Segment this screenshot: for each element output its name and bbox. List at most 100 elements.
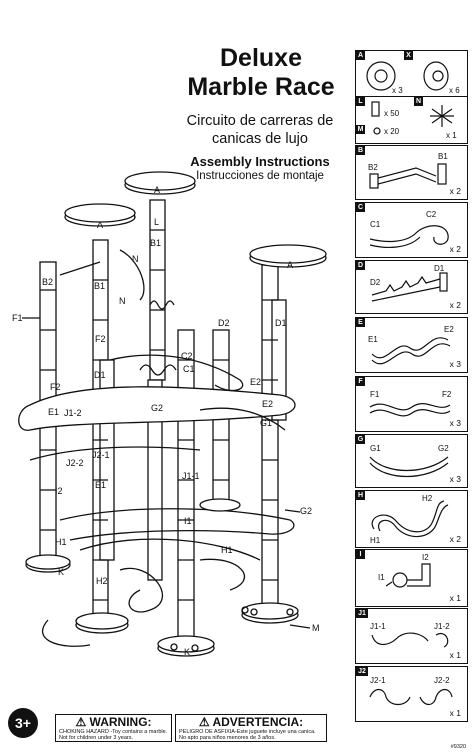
warning-text: CHOKING HAZARD -Toy contains a marble. N… bbox=[59, 729, 168, 741]
label-b1: B1 bbox=[150, 238, 161, 248]
part-j2-drawing: J2-1 J2-2 bbox=[369, 676, 453, 706]
part-label-f1: F1 bbox=[370, 390, 380, 399]
part-label-j2-1: J2-1 bbox=[370, 676, 386, 685]
warning-box: ⚠ WARNING: CHOKING HAZARD -Toy contains … bbox=[55, 714, 172, 742]
part-h-drawing: H1 H2 bbox=[370, 494, 449, 545]
part-qty-n: x 1 bbox=[446, 131, 457, 140]
part-c-drawing: C1 C2 bbox=[369, 210, 449, 248]
part-qty-l: x 50 bbox=[384, 109, 400, 118]
title-line-1: Deluxe bbox=[220, 44, 302, 72]
label-a-right: A bbox=[287, 260, 293, 270]
part-tag-a: A bbox=[356, 51, 365, 60]
title-line-2: Marble Race bbox=[187, 73, 335, 101]
age-badge: 3+ bbox=[8, 708, 38, 738]
part-tag-j2: J2 bbox=[356, 667, 368, 676]
label-g1: G1 bbox=[260, 418, 272, 428]
label-j1-2: J1-2 bbox=[64, 408, 82, 418]
title: Deluxe Marble Race bbox=[168, 44, 354, 102]
part-qty-a: x 3 bbox=[392, 86, 403, 95]
advertencia-box: ⚠ ADVERTENCIA: PELIGRO DE ASFIXIA-Este j… bbox=[175, 714, 327, 742]
part-label-c1: C1 bbox=[370, 220, 381, 229]
label-d1-right: D1 bbox=[275, 318, 287, 328]
label-c2: C2 bbox=[181, 351, 193, 361]
part-panel-g: G G1 G2 x 3 bbox=[355, 434, 468, 488]
label-e2-lower: E2 bbox=[262, 399, 273, 409]
part-i-drawing: I1 I2 bbox=[378, 553, 431, 588]
part-label-g2: G2 bbox=[438, 444, 449, 453]
part-d-drawing: D2 D1 bbox=[370, 264, 448, 302]
part-qty-j1: x 1 bbox=[449, 650, 461, 660]
part-qty-x: x 6 bbox=[449, 86, 460, 95]
part-qty-j2: x 1 bbox=[449, 708, 461, 718]
product-code: #9320 bbox=[450, 744, 466, 750]
part-label-e1: E1 bbox=[368, 335, 378, 344]
part-qty-e: x 3 bbox=[449, 359, 461, 369]
part-g-drawing: G1 G2 bbox=[369, 444, 449, 478]
part-label-b1: B1 bbox=[438, 152, 448, 161]
part-qty-i: x 1 bbox=[449, 593, 461, 603]
label-b1-lower: B1 bbox=[94, 281, 105, 291]
label-h1: H1 bbox=[55, 537, 67, 547]
part-f-drawing: F1 F2 bbox=[369, 390, 452, 417]
spanish-title-line-2: canicas de lujo bbox=[212, 131, 308, 147]
advertencia-heading: ⚠ ADVERTENCIA: bbox=[198, 715, 304, 729]
label-i2: I2 bbox=[55, 486, 63, 496]
part-b-drawing: B2 B1 bbox=[368, 152, 448, 189]
label-j2-2: J2-2 bbox=[66, 458, 84, 468]
part-panel-h: H H1 H2 x 2 bbox=[355, 490, 468, 548]
part-panel-j2: J2 J2-1 J2-2 x 1 bbox=[355, 666, 468, 722]
label-e1-lower: E1 bbox=[95, 480, 106, 490]
part-panel-e: E E1 E2 x 3 bbox=[355, 317, 468, 373]
label-f1: F1 bbox=[12, 313, 23, 323]
part-tag-d: D bbox=[356, 261, 365, 270]
part-label-h1: H1 bbox=[370, 536, 381, 545]
part-tag-m: M bbox=[356, 125, 365, 134]
part-j1-drawing: J1-1 J1-2 bbox=[370, 622, 450, 648]
part-label-d2: D2 bbox=[370, 278, 381, 287]
part-tag-n: N bbox=[414, 97, 423, 106]
part-label-b2: B2 bbox=[368, 163, 378, 172]
label-g2-center: G2 bbox=[151, 403, 163, 413]
spanish-title: Circuito de carreras de canicas de lujo bbox=[160, 112, 360, 148]
part-qty-f: x 3 bbox=[449, 418, 461, 428]
part-panel-l-m-n: L M N x 50 x 20 x 1 bbox=[355, 96, 468, 144]
label-f2-left: F2 bbox=[50, 382, 61, 392]
label-j1-1: J1-1 bbox=[182, 471, 200, 481]
label-c1: C1 bbox=[183, 364, 195, 374]
label-d1: D1 bbox=[94, 370, 106, 380]
advertencia-line-1: PELIGRO DE ASFIXIA-Este juguete incluye … bbox=[179, 729, 316, 735]
part-label-c2: C2 bbox=[426, 210, 437, 219]
part-panel-a-x: A X x 3 x 6 bbox=[355, 50, 468, 98]
part-tag-g: G bbox=[356, 435, 365, 444]
label-e2: E2 bbox=[250, 377, 261, 387]
part-panel-b: B B2 B1 x 2 bbox=[355, 145, 468, 200]
part-tag-i: I bbox=[356, 550, 365, 559]
label-h1-right: H1 bbox=[221, 545, 233, 555]
part-panel-f: F F1 F2 x 3 bbox=[355, 376, 468, 432]
part-panel-d: D D2 D1 x 2 bbox=[355, 260, 468, 314]
spanish-title-line-1: Circuito de carreras de bbox=[186, 113, 334, 129]
label-n-lower: N bbox=[119, 296, 126, 306]
part-panel-j1: J1 J1-1 J1-2 x 1 bbox=[355, 608, 468, 664]
part-tag-b: B bbox=[356, 146, 365, 155]
part-label-i1: I2 bbox=[422, 553, 429, 562]
warning-line-1: CHOKING HAZARD -Toy contains a marble. bbox=[59, 729, 168, 735]
marble-race-diagram: F1 G2 M A A A B1 B1 B2 C1 C2 D1 D1 D2 E1… bbox=[12, 171, 327, 657]
label-k: K bbox=[58, 567, 64, 577]
part-label-h2: H2 bbox=[422, 494, 433, 503]
part-tag-e: E bbox=[356, 318, 365, 327]
label-j2-1: J2-1 bbox=[92, 450, 110, 460]
warning-line-2: Not for children under 3 years. bbox=[59, 735, 133, 741]
label-f2: F2 bbox=[95, 334, 106, 344]
label-g2: G2 bbox=[300, 506, 312, 516]
part-qty-h: x 2 bbox=[449, 534, 461, 544]
label-e1: E1 bbox=[48, 407, 59, 417]
part-label-g1: G1 bbox=[370, 444, 381, 453]
label-b2: B2 bbox=[42, 277, 53, 287]
label-h2: H2 bbox=[96, 576, 108, 586]
assembly-instructions-es: Instrucciones de montaje bbox=[196, 170, 324, 182]
label-k-bottom: K bbox=[184, 647, 190, 657]
part-tag-h: H bbox=[356, 491, 365, 500]
assembly-heading: Assembly Instructions Instrucciones de m… bbox=[160, 154, 360, 184]
part-label-j1-1: J1-1 bbox=[370, 622, 386, 631]
